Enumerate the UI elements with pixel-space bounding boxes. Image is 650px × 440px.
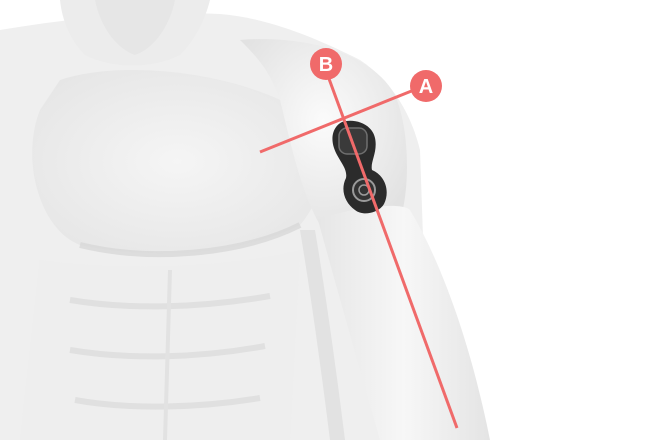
marker-a: A	[410, 70, 442, 102]
abs-center-line	[163, 269, 172, 440]
abdomen	[20, 250, 300, 440]
electrode-pad	[332, 120, 387, 214]
marker-b-circle	[310, 48, 342, 80]
marker-b-label: B	[319, 54, 333, 76]
marker-a-circle	[410, 70, 442, 102]
pectoral-edge	[79, 222, 302, 258]
marker-b: B	[310, 48, 342, 80]
upper-arm	[318, 205, 490, 440]
armpit-shadow	[300, 230, 345, 440]
marker-a-label: A	[419, 76, 433, 98]
abs-line-1	[69, 293, 271, 310]
electrode-pad-button-icon	[352, 178, 376, 202]
pectoral	[32, 70, 323, 254]
neck-shadow	[95, 0, 175, 55]
guide-line-a	[259, 88, 415, 154]
guide-line-b	[326, 75, 459, 429]
